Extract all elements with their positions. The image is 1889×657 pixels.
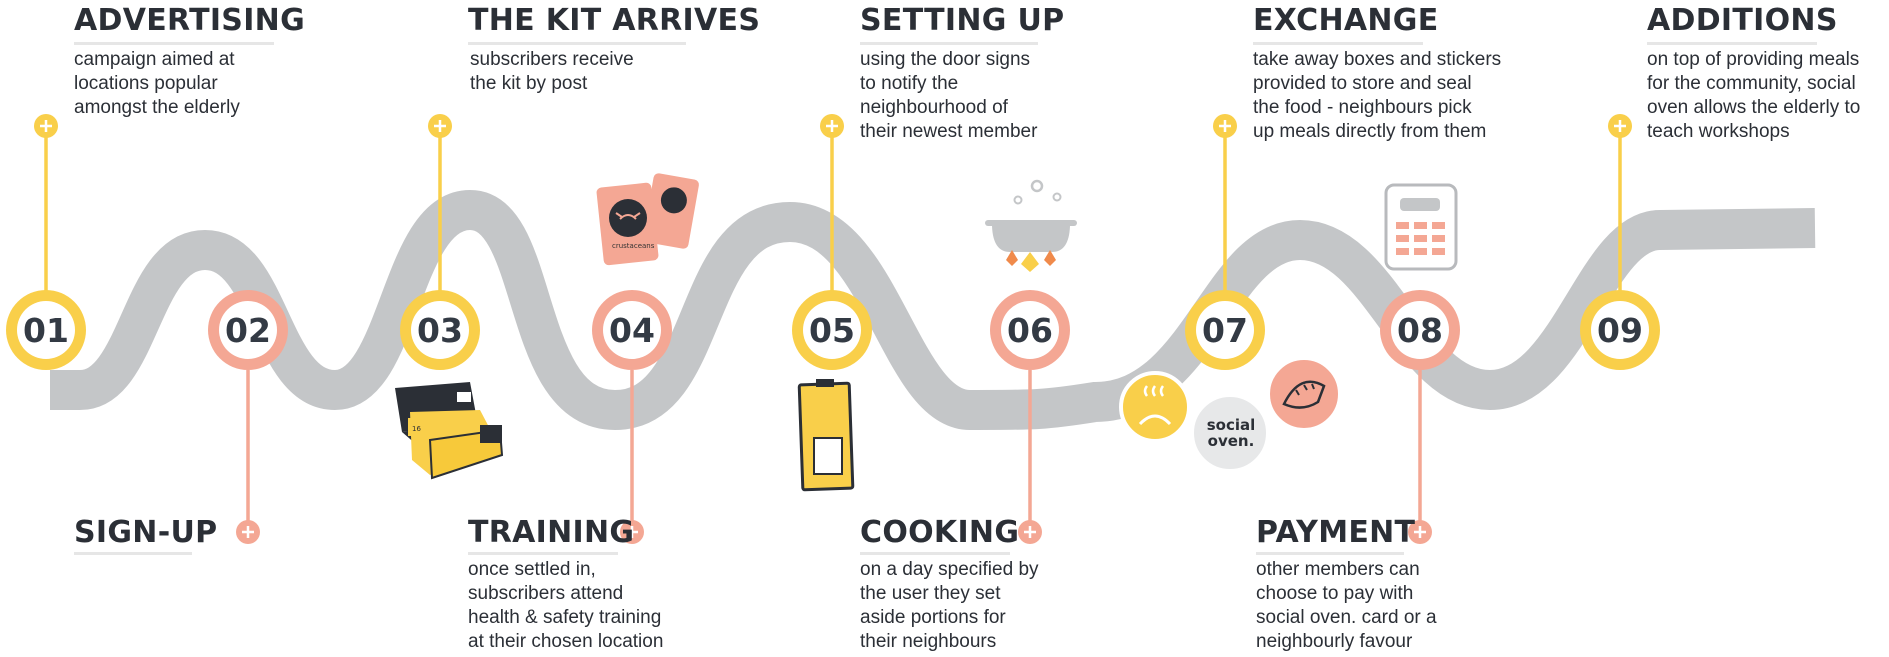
step-03-title: THE KIT ARRIVES [468,3,761,38]
step-07-number: 07 [1202,311,1248,350]
step-09-number: 09 [1597,311,1643,350]
step-05-number: 05 [809,311,855,350]
step-08-description: other members can choose to pay with soc… [1256,559,1437,652]
step-08-title: PAYMENT [1256,515,1416,550]
step-03-connector [428,114,452,292]
step-06-connector [1018,370,1042,544]
step-03-underline [468,42,686,45]
step-07-title: EXCHANGE [1253,3,1439,38]
step-03-marker: 03 [400,290,480,370]
step-06-marker: 06 [990,290,1070,370]
step-08-underline [1256,552,1404,555]
step-09-title: ADDITIONS [1647,3,1838,38]
step-05-connector [820,114,844,292]
social-oven-logo: social oven. [1190,393,1270,473]
calculator-icon [1384,183,1458,271]
svg-text:crustaceans: crustaceans [612,242,655,250]
svg-text:social: social [1207,416,1256,434]
step-04-number: 04 [609,311,655,350]
step-06-description: on a day specified by the user they set … [860,559,1039,652]
step-04-underline [468,552,618,555]
step-04-connector [620,370,644,544]
svg-text:oven.: oven. [1208,432,1255,450]
step-08-marker: 08 [1380,290,1460,370]
step-04-marker: 04 [592,290,672,370]
step-06-number: 06 [1007,311,1053,350]
step-03-number: 03 [417,311,463,350]
step-01-description: campaign aimed at locations popular amon… [74,49,240,118]
step-06-underline [860,552,1010,555]
step-01-title: ADVERTISING [74,3,306,38]
step-01-underline [74,42,274,45]
door-sign-icon [797,379,855,492]
svg-text:16: 16 [412,425,421,433]
step-01-marker: 01 [6,290,86,370]
step-02-title: SIGN-UP [74,515,218,550]
timeline-road [50,189,1816,431]
step-02-marker: 02 [208,290,288,370]
step-05-description: using the door signs to notify the neigh… [860,49,1038,142]
step-01-number: 01 [23,311,69,350]
step-02-underline [74,552,192,555]
step-09-marker: 09 [1580,290,1660,370]
step-07-underline [1253,42,1423,45]
step-05-underline [860,42,1038,45]
step-07-marker: 07 [1185,290,1265,370]
step-06-title: COOKING [860,515,1020,550]
kit-box-icon: 16 [395,382,504,480]
dumpling-icon [1266,356,1342,432]
cooking-pot-icon [985,179,1077,272]
step-02-number: 02 [225,311,271,350]
step-01-connector [34,114,58,292]
step-08-connector [1408,370,1432,544]
step-07-connector [1213,114,1237,292]
crab-card-icon: crustaceans [596,173,699,266]
step-09-connector [1608,114,1632,292]
hot-food-icon [1119,371,1191,443]
step-09-underline [1647,42,1817,45]
step-04-description: once settled in, subscribers attend heal… [468,559,664,652]
step-05-title: SETTING UP [860,3,1065,38]
step-09-description: on top of providing meals for the commun… [1647,49,1861,142]
step-02-connector [236,370,260,544]
step-07-description: take away boxes and stickers provided to… [1253,49,1502,142]
step-08-number: 08 [1397,311,1443,350]
step-04-title: TRAINING [468,515,635,550]
step-05-marker: 05 [792,290,872,370]
step-03-description: subscribers receive the kit by post [470,49,634,94]
